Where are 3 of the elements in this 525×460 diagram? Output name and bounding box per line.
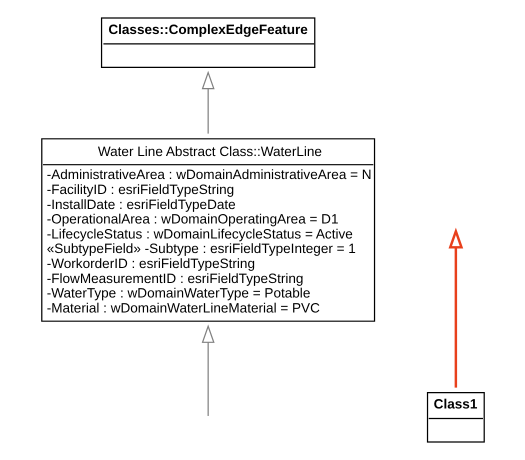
arrow: [201, 324, 214, 416]
arrow: [201, 70, 214, 134]
arrow: [448, 228, 463, 388]
